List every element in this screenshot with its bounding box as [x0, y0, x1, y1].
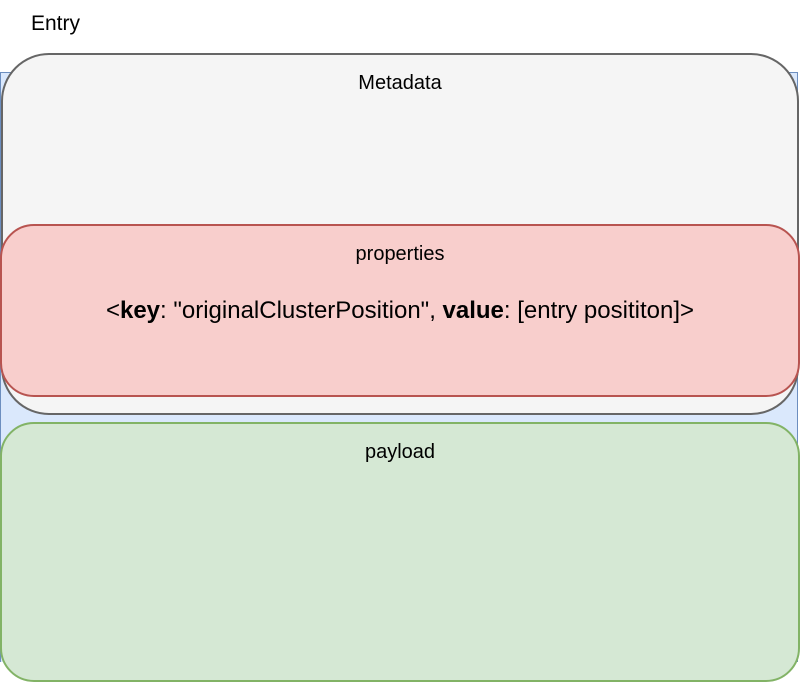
- properties-title: properties: [355, 243, 445, 265]
- payload-title: payload: [364, 441, 436, 463]
- kv-key-value: : "originalClusterPosition",: [160, 297, 443, 324]
- kv-key-label: key: [119, 297, 161, 324]
- kv-open-bracket: <: [105, 297, 120, 324]
- properties-container: properties <key: "originalClusterPositio…: [0, 224, 800, 397]
- entry-label: Entry: [31, 12, 81, 35]
- kv-value-value: : [entry posititon]>: [503, 297, 695, 324]
- payload-container: payload: [0, 422, 800, 682]
- properties-key-value-pair: <key: "originalClusterPosition", value: …: [2, 296, 798, 326]
- metadata-title: Metadata: [358, 72, 442, 94]
- kv-value-label: value: [442, 297, 504, 324]
